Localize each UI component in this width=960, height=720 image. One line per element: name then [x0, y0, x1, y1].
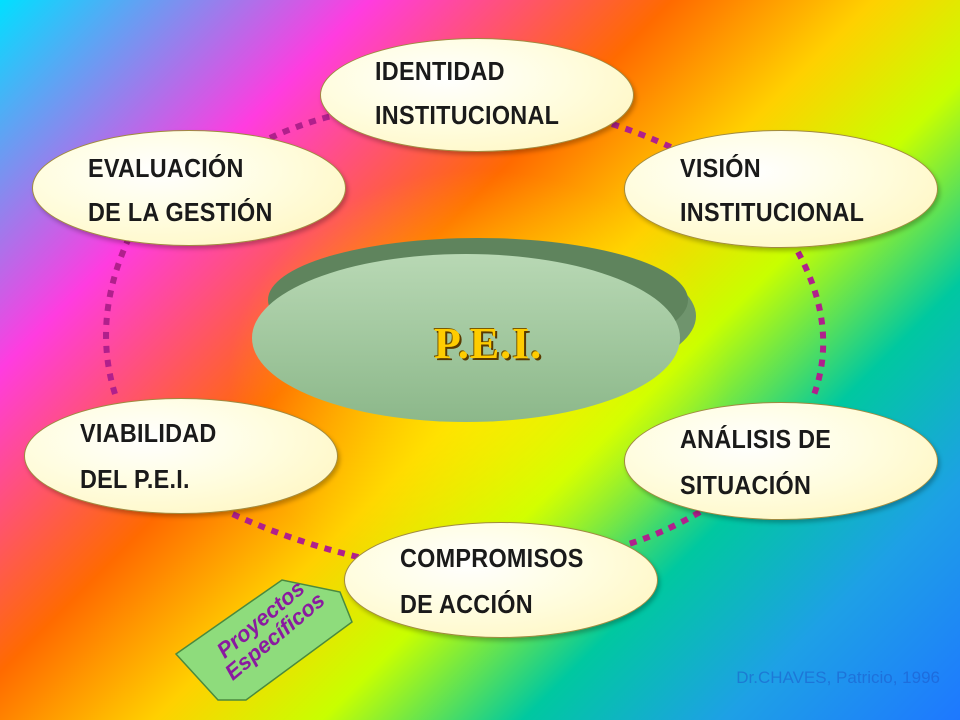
node-compromisos-line2: DE ACCIÓN: [400, 589, 533, 619]
author-credit: Dr.CHAVES, Patricio, 1996: [736, 668, 940, 687]
connector-compromisos-viabilidad: [226, 509, 373, 563]
node-identidad-line2: INSTITUCIONAL: [375, 100, 560, 130]
node-viabilidad-line1: VIABILIDAD: [80, 418, 217, 448]
connector-vision-analisis: [795, 250, 827, 402]
node-evaluacion-line2: DE LA GESTIÓN: [88, 197, 273, 227]
center-title: P.E.I.: [434, 319, 543, 368]
node-viabilidad-line2: DEL P.E.I.: [80, 464, 190, 494]
node-identidad-line1: IDENTIDAD: [375, 56, 505, 86]
node-viabilidad-pei[interactable]: [24, 398, 338, 514]
node-analisis-line2: SITUACIÓN: [680, 470, 812, 500]
node-analisis-line1: ANÁLISIS DE: [680, 424, 832, 454]
node-analisis-situacion[interactable]: [624, 402, 938, 520]
node-evaluacion-line1: EVALUACIÓN: [88, 153, 244, 183]
node-evaluacion-gestion[interactable]: [32, 130, 346, 246]
node-vision-line2: INSTITUCIONAL: [680, 197, 865, 227]
node-compromisos-line1: COMPROMISOS: [400, 543, 584, 573]
connector-evaluacion-identidad: [268, 111, 341, 141]
node-compromisos-accion[interactable]: [344, 522, 658, 638]
node-identidad-institucional[interactable]: [320, 38, 634, 152]
connector-identidad-vision: [611, 121, 694, 161]
node-vision-institucional[interactable]: [624, 130, 938, 248]
connector-viabilidad-evaluacion: [103, 238, 131, 395]
connector-analisis-compromisos: [624, 509, 702, 548]
node-vision-line1: VISIÓN: [680, 153, 761, 183]
